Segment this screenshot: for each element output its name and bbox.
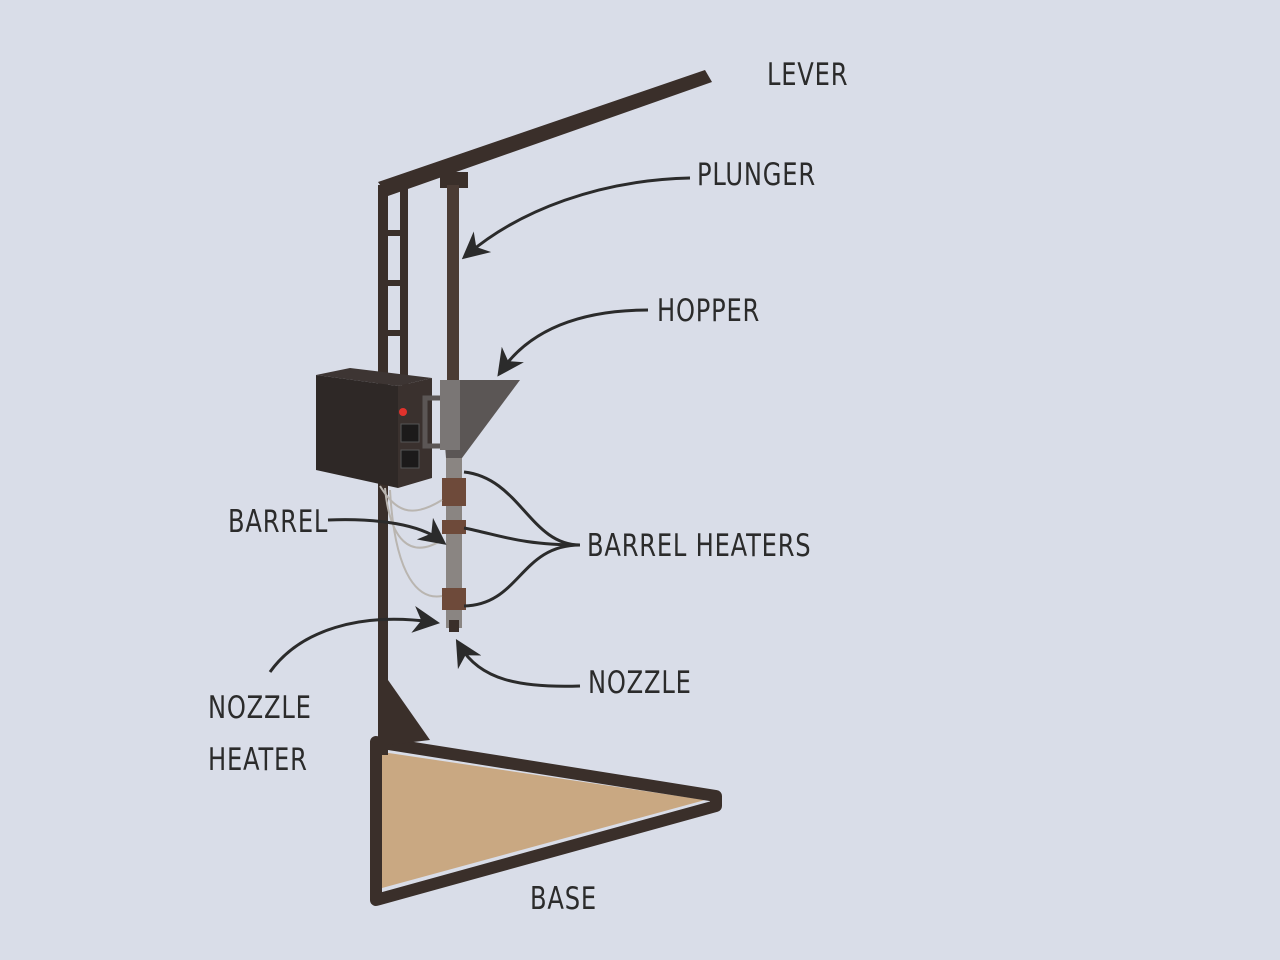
control-box-side xyxy=(316,375,398,488)
label-nozzle-heater-line1: NOZZLE xyxy=(208,690,312,726)
temperature-display-1 xyxy=(400,423,420,443)
nozzle-tip xyxy=(449,620,459,632)
indicator-light xyxy=(399,408,407,416)
label-nozzle: NOZZLE xyxy=(588,665,692,701)
base-gusset xyxy=(388,680,430,745)
barrel-heater-1 xyxy=(442,478,466,506)
lever-arm xyxy=(378,70,712,196)
barrel-heater-2 xyxy=(442,520,466,534)
base-wood-plate xyxy=(382,752,705,888)
control-box-top xyxy=(316,368,432,386)
base-assembly xyxy=(370,680,722,906)
column-brace-1 xyxy=(384,230,404,236)
label-nozzle-heater-line2: HEATER xyxy=(208,742,308,778)
label-base: BASE xyxy=(530,881,597,917)
hopper-arrow xyxy=(497,308,649,377)
barrel-heater-3 xyxy=(442,588,466,610)
label-lever: LEVER xyxy=(767,57,849,93)
column-brace-2 xyxy=(384,280,404,286)
label-barrel-heaters: BARREL HEATERS xyxy=(587,528,812,564)
hopper xyxy=(440,380,520,458)
label-barrel: BARREL xyxy=(228,504,329,540)
nozzle-arrow xyxy=(455,639,581,688)
label-nozzle-heater: NOZZLE HEATER xyxy=(208,682,312,786)
lever-pivot xyxy=(440,172,468,188)
plunger-rod xyxy=(447,185,459,385)
control-box xyxy=(316,368,450,488)
lever-bar xyxy=(378,70,712,196)
barrel-heaters-bracket-top xyxy=(463,470,581,547)
barrel-heaters-bracket-mid xyxy=(463,526,581,547)
temperature-display-2 xyxy=(400,449,420,469)
barrel-arrow xyxy=(327,517,447,545)
plunger-arrow xyxy=(461,176,691,260)
column-brace-3 xyxy=(384,330,404,336)
barrel-heaters-bracket-bottom xyxy=(463,543,581,608)
base-frame xyxy=(370,736,722,906)
annotation-arrows xyxy=(268,176,691,688)
barrel xyxy=(442,458,466,632)
nozzle-heater-arrow xyxy=(268,606,441,673)
label-plunger: PLUNGER xyxy=(697,157,816,193)
label-hopper: HOPPER xyxy=(657,293,761,329)
hopper-collar xyxy=(440,380,460,450)
wires xyxy=(379,485,443,598)
